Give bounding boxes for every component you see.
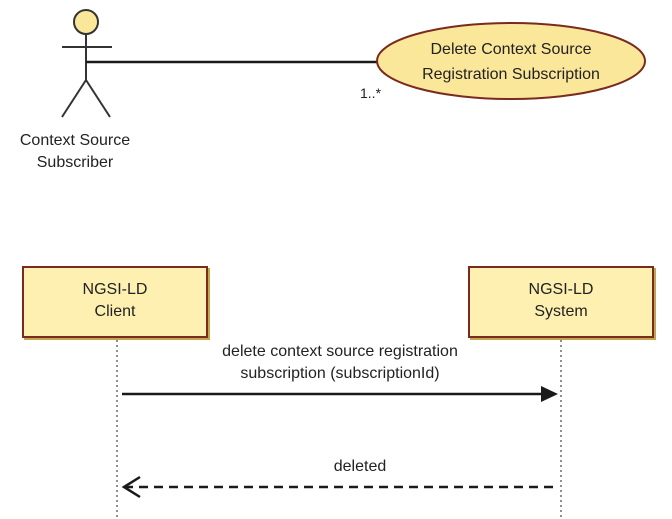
- actor-left-leg: [61, 79, 87, 118]
- request-message-label-line1: delete context source registration: [222, 343, 458, 360]
- request-message-label-line2: subscription (subscriptionId): [240, 365, 440, 382]
- actor-figure: [61, 9, 112, 118]
- client-name-line1: NGSI-LD: [82, 281, 148, 298]
- actor-name-line2: Subscriber: [36, 154, 114, 171]
- use-case-title-line1: Delete Context Source: [430, 41, 592, 58]
- actor-head: [73, 9, 99, 35]
- system-name-line2: System: [534, 303, 588, 320]
- response-message-label: deleted: [333, 458, 387, 475]
- response-arrowhead: [121, 475, 141, 499]
- actor-name-line1: Context Source: [19, 132, 131, 149]
- system-participant-box: NGSI-LD System: [468, 266, 654, 338]
- actor-right-leg: [85, 79, 111, 118]
- use-case-title-line2: Registration Subscription: [422, 66, 600, 83]
- request-arrowhead: [541, 386, 558, 402]
- use-case-ellipse: [376, 22, 646, 100]
- multiplicity-label: 1..*: [360, 85, 382, 101]
- client-name-line2: Client: [94, 303, 136, 320]
- system-name-line1: NGSI-LD: [528, 281, 594, 298]
- client-participant-box: NGSI-LD Client: [22, 266, 208, 338]
